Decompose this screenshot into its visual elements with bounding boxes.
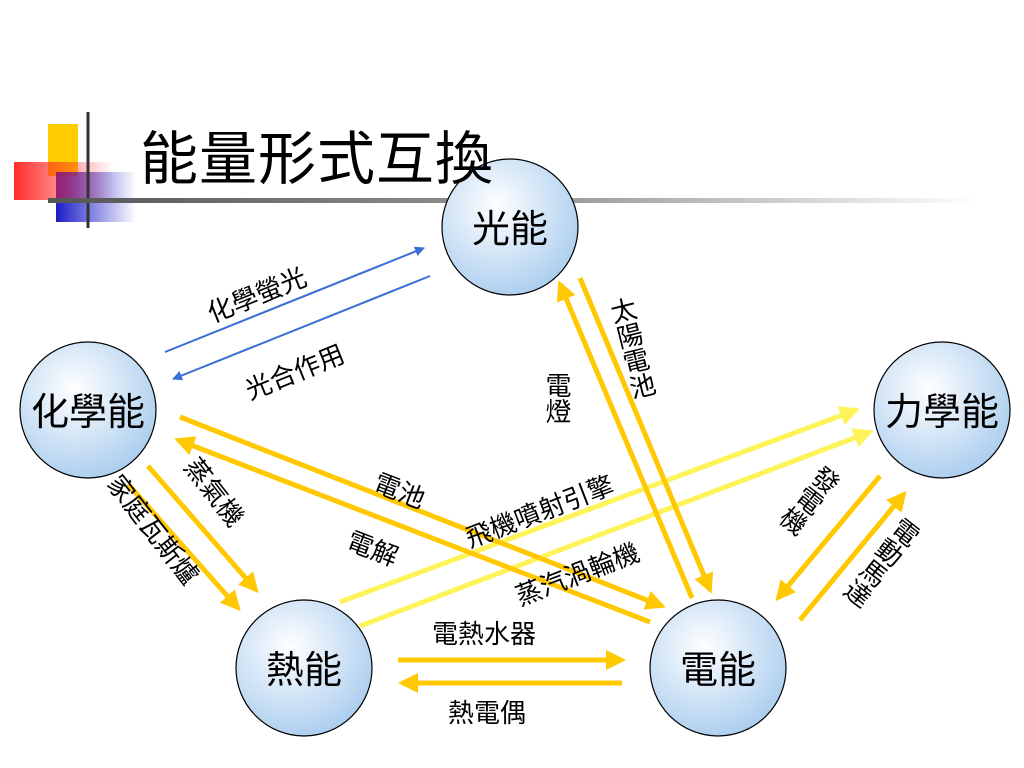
label-thermocouple: 熱電偶 [448, 699, 526, 729]
node-chemical: 化學能 [19, 341, 157, 479]
node-mechanical: 力學能 [873, 341, 1011, 479]
arrow-electric-to-light [556, 280, 695, 599]
label-electrolysis: 電解 [342, 527, 401, 574]
node-mechanical-label: 力學能 [885, 390, 999, 434]
arrow-electric-to-chemical [174, 436, 651, 625]
page-title: 能量形式互換 [140, 125, 495, 193]
label-battery: 電池 [369, 469, 428, 516]
arrow-chemical-to-heat-steam [146, 464, 259, 594]
arrow-mechanical-to-electric [775, 474, 882, 602]
node-chemical-label: 化學能 [31, 390, 145, 434]
arrow-heat-to-mechanical-turbine [359, 428, 874, 629]
label-gas-stove: 家庭瓦斯爐 [100, 470, 204, 591]
arrow-chemical-to-light [164, 246, 425, 353]
label-generator: 發電機 [772, 459, 844, 539]
node-heat: 熱能 [235, 599, 373, 737]
label-jet-engine: 飛機噴射引擎 [462, 471, 618, 555]
node-electric: 電能 [649, 599, 787, 737]
label-chemiluminescence: 化學螢光 [203, 263, 311, 330]
arrow-chemical-to-heat-gas [126, 482, 241, 611]
arrow-heat-to-mechanical-jet [339, 406, 860, 605]
label-water-heater: 電熱水器 [432, 620, 536, 650]
arrow-electric-to-mechanical [798, 490, 907, 622]
label-lamp: 電燈 [541, 372, 571, 424]
node-light: 光能 [441, 158, 579, 296]
arrow-light-to-chemical [172, 275, 431, 381]
arrow-light-to-electric [577, 277, 714, 594]
node-heat-label: 熱能 [266, 648, 342, 692]
label-photosynthesis: 光合作用 [241, 340, 349, 407]
arrow-chemical-to-electric [179, 414, 666, 610]
node-electric-label: 電能 [680, 648, 756, 692]
deco-red-square [14, 162, 114, 200]
node-light-label: 光能 [472, 207, 548, 251]
